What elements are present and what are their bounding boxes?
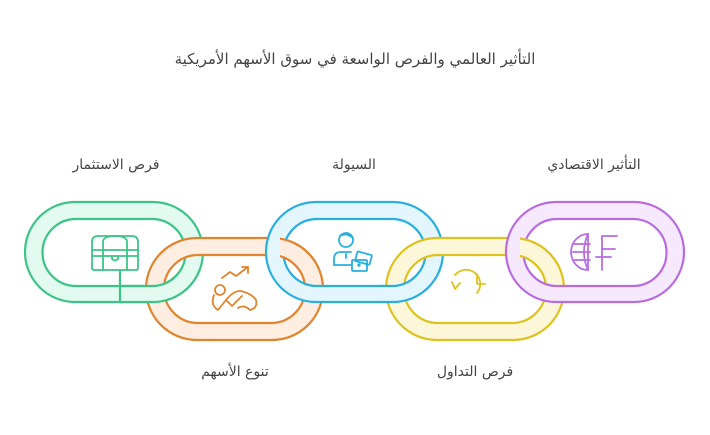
label-economic: التأثير الاقتصادي <box>547 157 641 173</box>
person-with-cards-icon <box>333 232 373 272</box>
globe-franc-icon <box>570 233 618 271</box>
growth-chart-icon <box>211 266 258 311</box>
label-trading: فرص التداول <box>436 364 514 380</box>
label-liquidity: السيولة <box>332 157 376 173</box>
label-investment: فرص الاستثمار <box>72 157 160 173</box>
label-diversification: تنوع الأسهم <box>201 364 269 380</box>
link-economic <box>504 200 686 304</box>
diagram-title: التأثير العالمي والفرص الواسعة في سوق ال… <box>174 50 536 68</box>
treasure-chest-icon <box>91 235 139 271</box>
clock-history-icon <box>451 268 486 294</box>
